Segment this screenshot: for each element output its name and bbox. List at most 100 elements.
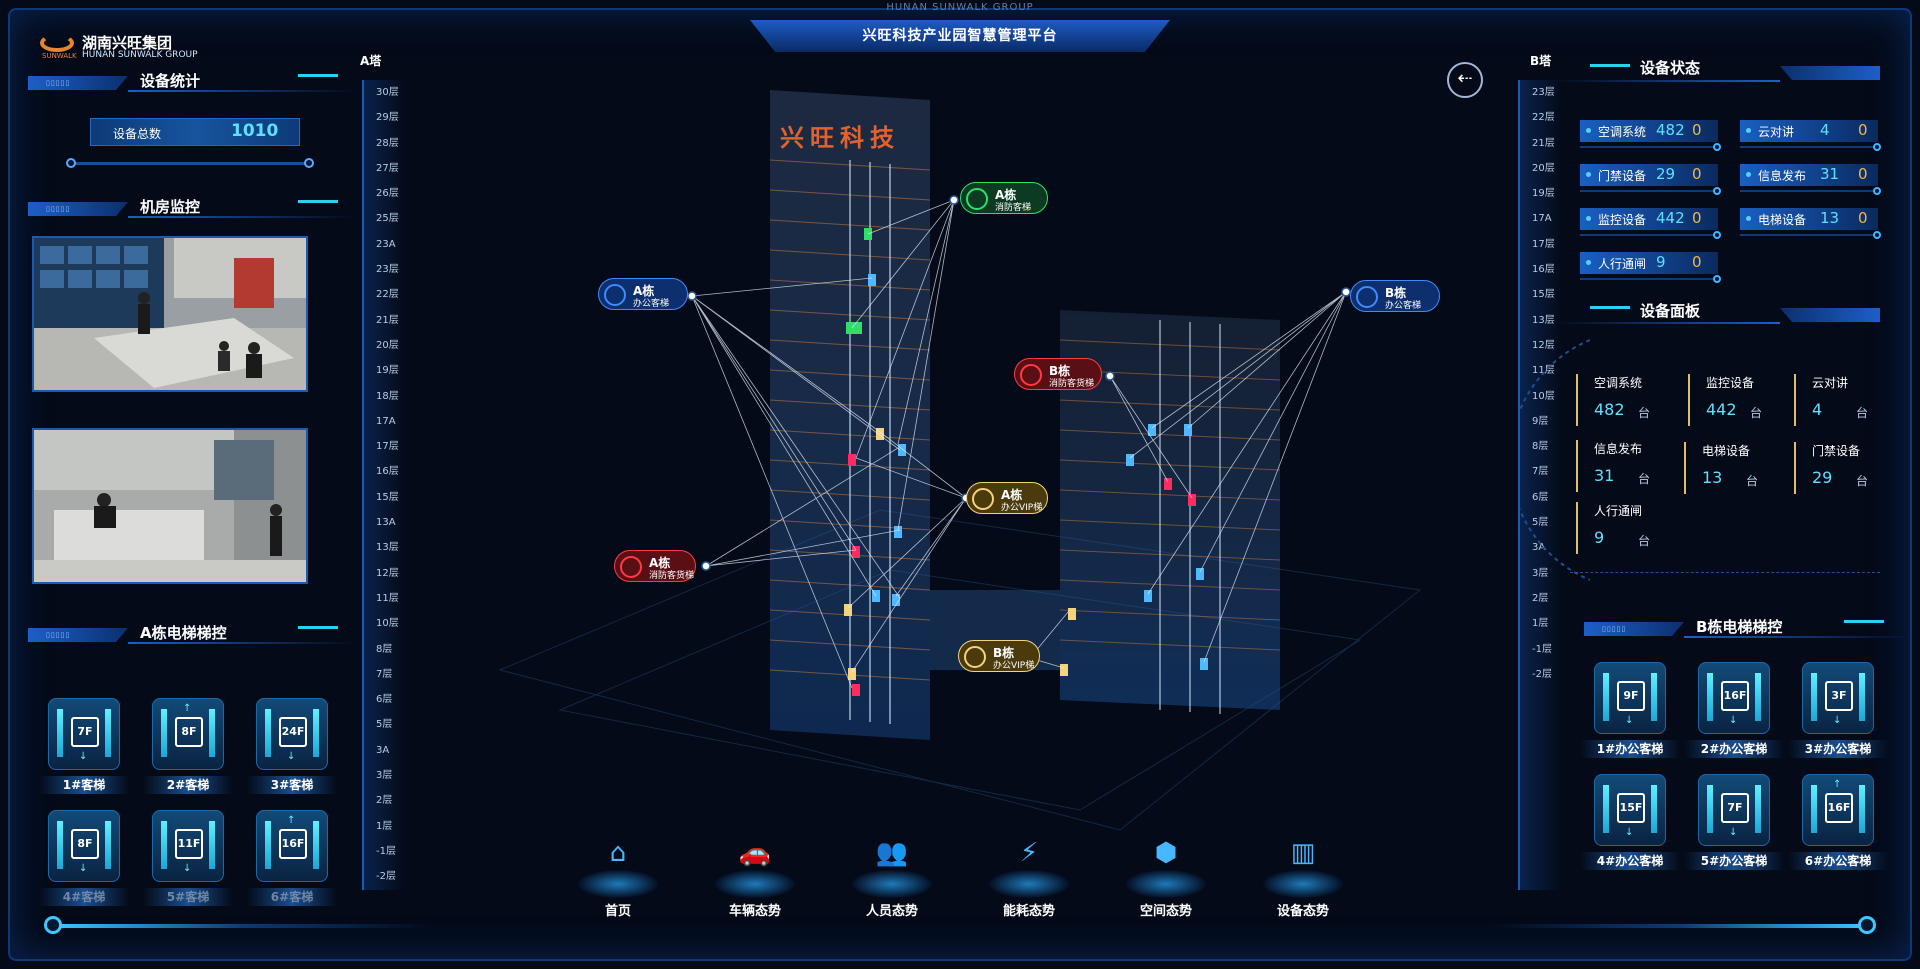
floor-item[interactable]: -2层 — [376, 871, 396, 883]
floor-item[interactable]: 8层 — [376, 643, 393, 655]
floor-item[interactable]: 5层 — [376, 719, 393, 731]
floor-item[interactable]: 13层 — [1532, 314, 1555, 326]
floor-item[interactable]: 6层 — [376, 694, 393, 706]
floor-item[interactable]: 17A — [376, 415, 396, 427]
floor-item[interactable]: 26层 — [376, 188, 399, 200]
elevator-card[interactable]: 7F↓ — [1698, 774, 1770, 846]
floor-item[interactable]: 19层 — [376, 365, 399, 377]
elevator-card[interactable]: 15F↓ — [1594, 774, 1666, 846]
elevator-card[interactable]: 16F↑ — [1802, 774, 1874, 846]
nav-cube[interactable]: ⬢空间态势 — [1110, 820, 1222, 920]
floor-item[interactable]: -1层 — [376, 845, 396, 857]
elevator-card[interactable]: 8F↓ — [48, 810, 120, 882]
floor-item[interactable]: 1层 — [1532, 618, 1549, 630]
elevator-card[interactable]: 9F↓ — [1594, 662, 1666, 734]
floor-item[interactable]: 22层 — [1532, 112, 1555, 124]
floor-item[interactable]: -2层 — [1532, 668, 1552, 680]
back-button[interactable]: ⇠ — [1447, 62, 1483, 98]
camera-feed-2[interactable] — [32, 428, 308, 584]
device-total-value: 1010 — [231, 121, 279, 141]
elevator-callout[interactable]: B栋办公VIP梯 — [958, 640, 1040, 672]
elevator-callout[interactable]: A栋消防客梯 — [960, 182, 1048, 214]
floor-item[interactable]: 7层 — [1532, 466, 1549, 478]
elevator-callout[interactable]: B栋办公客梯 — [1350, 280, 1440, 312]
floor-item[interactable]: 18层 — [376, 390, 399, 402]
floor-item[interactable]: 17层 — [1532, 238, 1555, 250]
floor-item[interactable]: 3层 — [376, 770, 393, 782]
elevator-card[interactable]: 11F↓ — [152, 810, 224, 882]
nav-energy[interactable]: ⚡能耗态势 — [973, 820, 1085, 920]
elevator-card[interactable]: 16F↑ — [256, 810, 328, 882]
floor-item[interactable]: 10层 — [376, 618, 399, 630]
floor-item[interactable]: 12层 — [376, 567, 399, 579]
floor-item[interactable]: 17层 — [376, 441, 399, 453]
floor-item[interactable]: 21层 — [376, 314, 399, 326]
floor-item[interactable]: 15层 — [1532, 289, 1555, 301]
floor-item[interactable]: -1层 — [1532, 643, 1552, 655]
nav-people[interactable]: 👥人员态势 — [836, 820, 948, 920]
floor-item[interactable]: 30层 — [376, 87, 399, 98]
nav-car[interactable]: 🚗车辆态势 — [699, 820, 811, 920]
device-status-value: 4 — [1820, 121, 1830, 139]
floor-item[interactable]: 23A — [376, 238, 396, 250]
floor-item[interactable]: 25层 — [376, 213, 399, 225]
floor-item[interactable]: 1层 — [376, 820, 393, 832]
floor-item[interactable]: 16层 — [376, 466, 399, 478]
floor-item[interactable]: 3A — [1532, 542, 1546, 554]
elevator-callout[interactable]: B栋消防客货梯 — [1014, 358, 1102, 390]
elevator-card[interactable]: 24F↓ — [256, 698, 328, 770]
floor-item[interactable]: 11层 — [1532, 365, 1555, 377]
floor-item[interactable]: 3层 — [1532, 567, 1549, 579]
floor-item[interactable]: 8层 — [1532, 441, 1549, 453]
floor-item[interactable]: 22层 — [376, 289, 399, 301]
floor-item[interactable]: 21层 — [1532, 137, 1555, 149]
floor-item[interactable]: 27层 — [376, 162, 399, 174]
floor-item[interactable]: 15层 — [376, 491, 399, 503]
floor-item[interactable]: 11层 — [376, 592, 399, 604]
floor-item[interactable]: 13A — [376, 517, 396, 529]
floor-item[interactable]: 9层 — [1532, 415, 1549, 427]
nav-server[interactable]: ▥设备态势 — [1247, 820, 1359, 920]
floor-item[interactable]: 2层 — [1532, 592, 1549, 604]
floor-item[interactable]: 29层 — [376, 112, 399, 124]
floor-item[interactable]: 6层 — [1532, 491, 1549, 503]
floor-item[interactable]: 12层 — [1532, 339, 1555, 351]
floor-item[interactable]: 23层 — [376, 264, 399, 276]
elevator-callout[interactable]: A栋办公VIP梯 — [966, 482, 1048, 514]
floor-item[interactable]: 16层 — [1532, 264, 1555, 276]
floor-item[interactable]: 28层 — [376, 137, 399, 149]
floor-item[interactable]: 23层 — [1532, 87, 1555, 98]
floor-item[interactable]: 17A — [1532, 213, 1552, 225]
nav-home[interactable]: ⌂首页 — [562, 820, 674, 920]
floor-item[interactable]: 2层 — [376, 795, 393, 807]
elevator-card[interactable]: 8F↑ — [152, 698, 224, 770]
elevator-card[interactable]: 7F↓ — [48, 698, 120, 770]
floor-item[interactable]: 13层 — [376, 542, 399, 554]
floor-item[interactable]: 3A — [376, 744, 390, 756]
floor-item[interactable]: 10层 — [1532, 390, 1555, 402]
camera-feed-1[interactable] — [32, 236, 308, 392]
elevator-callout[interactable]: A栋办公客梯 — [598, 278, 688, 310]
floor-item[interactable]: 5层 — [1532, 517, 1549, 529]
floor-item[interactable]: 20层 — [1532, 162, 1555, 174]
elevator-card[interactable]: 16F↓ — [1698, 662, 1770, 734]
elevator-callout[interactable]: A栋消防客货梯 — [614, 550, 696, 582]
floor-item[interactable]: 19层 — [1532, 188, 1555, 200]
elevator-card[interactable]: 3F↓ — [1802, 662, 1874, 734]
floor-item[interactable]: 20层 — [376, 339, 399, 351]
floor-item[interactable]: 7层 — [376, 668, 393, 680]
